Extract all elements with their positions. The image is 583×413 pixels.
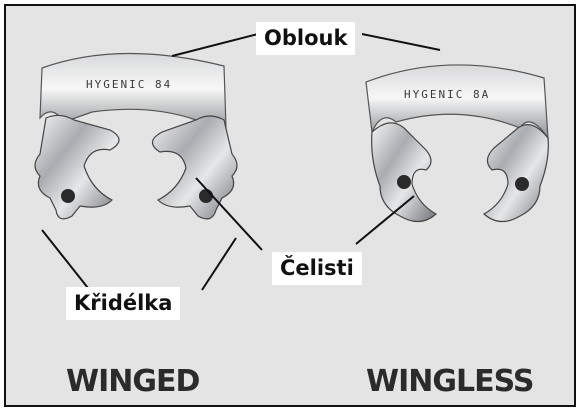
leader-wings-left: [41, 229, 89, 289]
winged-stamp: HYGENIC 84: [86, 78, 172, 91]
wingless-clamp: HYGENIC 8A: [365, 64, 549, 223]
label-bow: Oblouk: [256, 22, 356, 55]
caption-winged: WINGED: [66, 364, 200, 399]
wingless-left-jaw: [371, 122, 438, 223]
leader-jaws-right: [355, 195, 415, 245]
leader-jaws-left: [195, 177, 263, 251]
wingless-stamp: HYGENIC 8A: [404, 88, 490, 101]
wingless-right-jaw: [482, 124, 549, 223]
winged-left-jaw: [34, 114, 120, 220]
leader-lines: [41, 33, 441, 291]
caption-wingless: WINGLESS: [366, 364, 534, 399]
label-wings: Křidélka: [66, 287, 181, 320]
leader-bow-left: [171, 33, 259, 57]
leader-wings-right: [201, 237, 237, 291]
leader-bow-right: [361, 33, 441, 51]
winged-right-jaw: [151, 115, 238, 220]
winged-clamp: HYGENIC 84: [34, 52, 238, 220]
label-jaws: Čelisti: [272, 252, 362, 285]
